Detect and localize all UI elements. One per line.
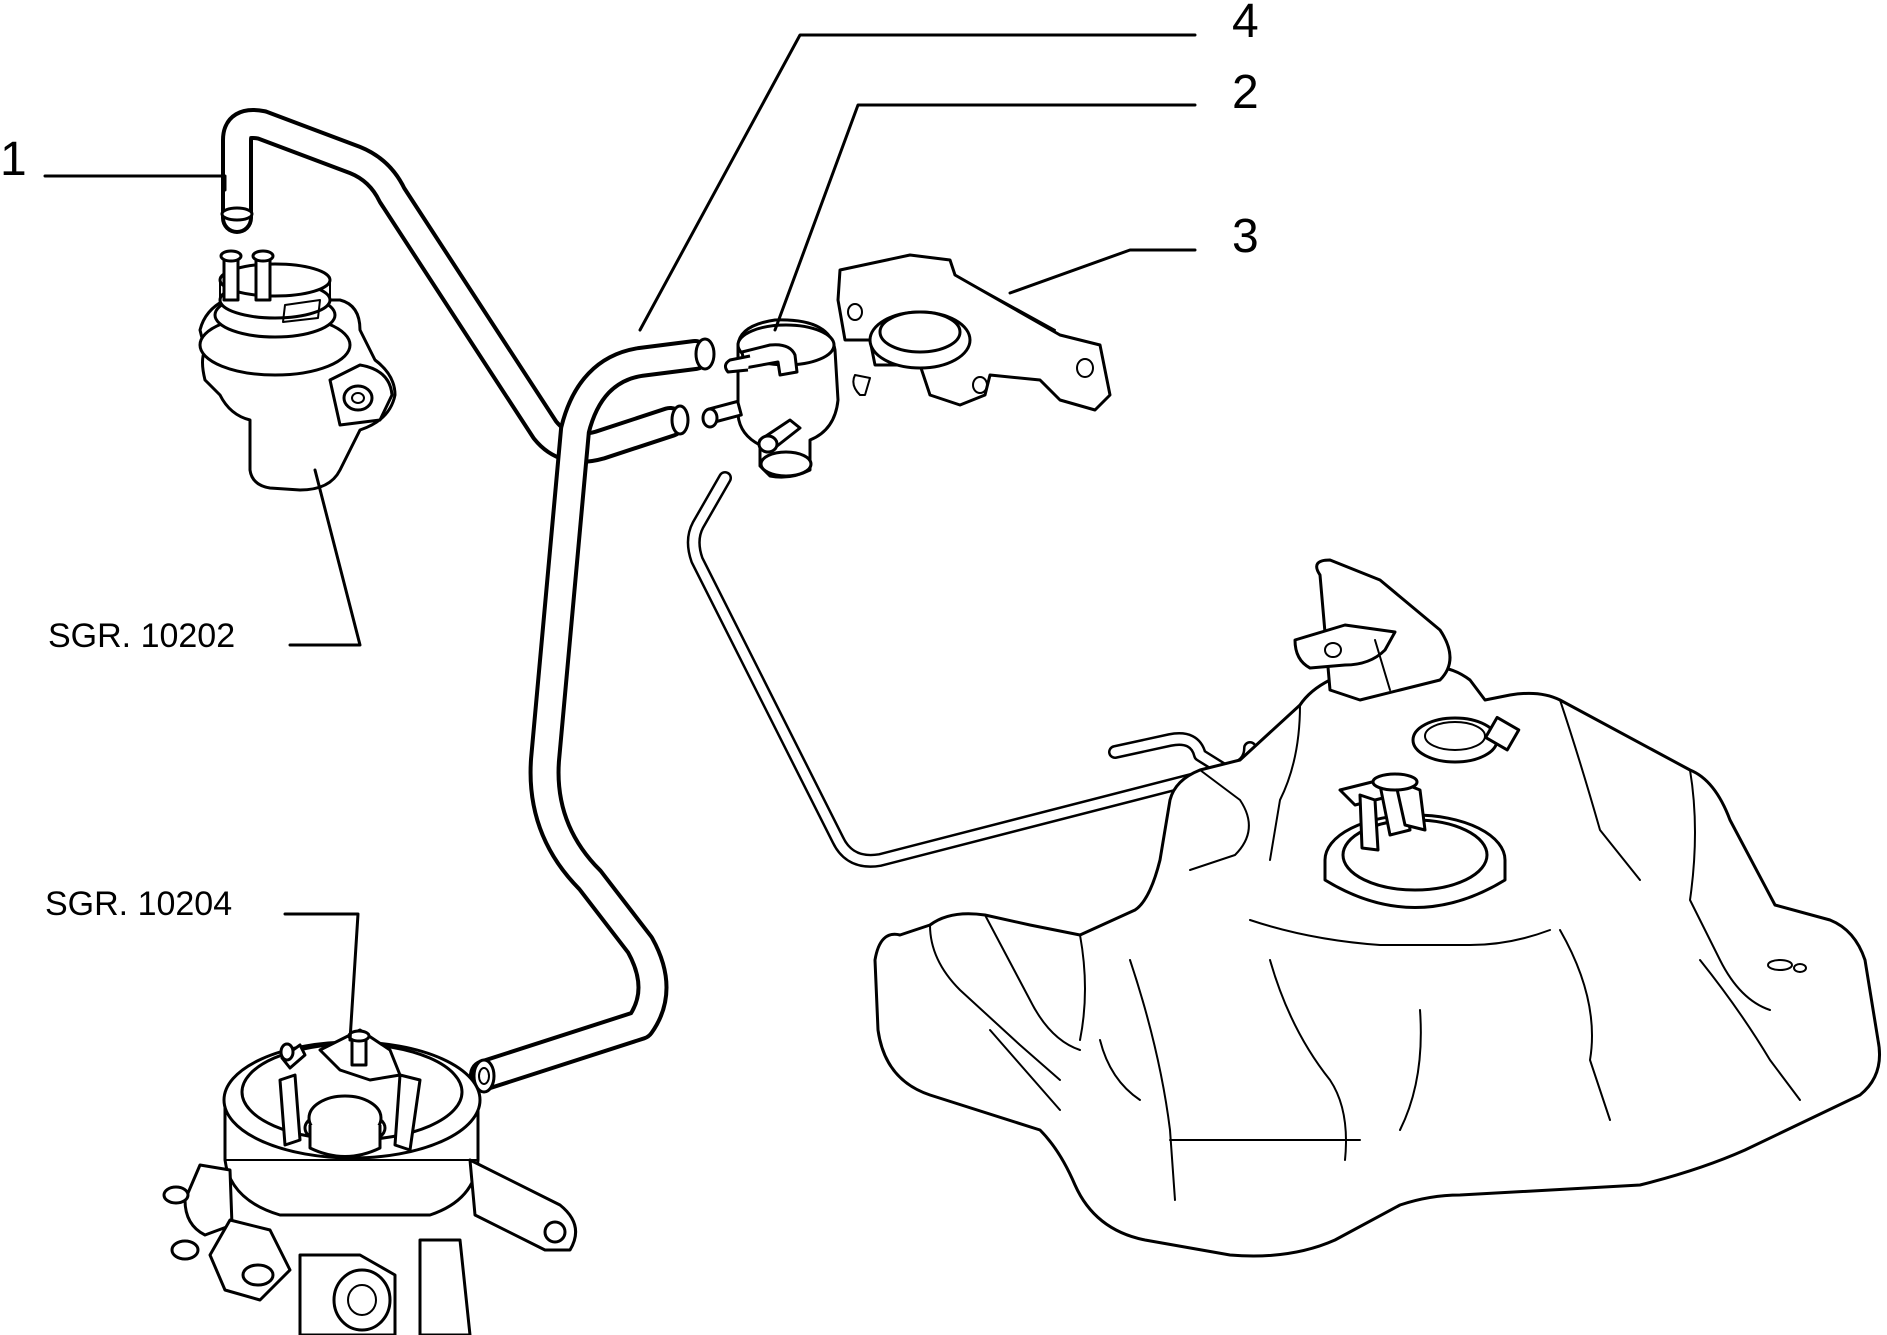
ref-fuel-pump: SGR. 10202	[48, 617, 235, 655]
throttle-body	[162, 1028, 578, 1335]
fuel-tank	[873, 558, 1882, 1258]
canister-bracket	[836, 253, 1112, 412]
carbon-canister	[701, 318, 840, 479]
hose-4	[469, 337, 716, 1094]
fuel-pump	[198, 249, 397, 492]
callout-3: 3	[1232, 210, 1259, 263]
callout-numbers: 1 2 3 4	[0, 0, 1259, 263]
callout-4: 4	[1232, 0, 1259, 48]
ref-throttle-body: SGR. 10204	[45, 885, 232, 923]
leader-lines	[43, 33, 1197, 1042]
reference-labels: SGR. 10202 SGR. 10204	[45, 617, 235, 923]
callout-1: 1	[0, 133, 27, 186]
callout-2: 2	[1232, 66, 1259, 119]
